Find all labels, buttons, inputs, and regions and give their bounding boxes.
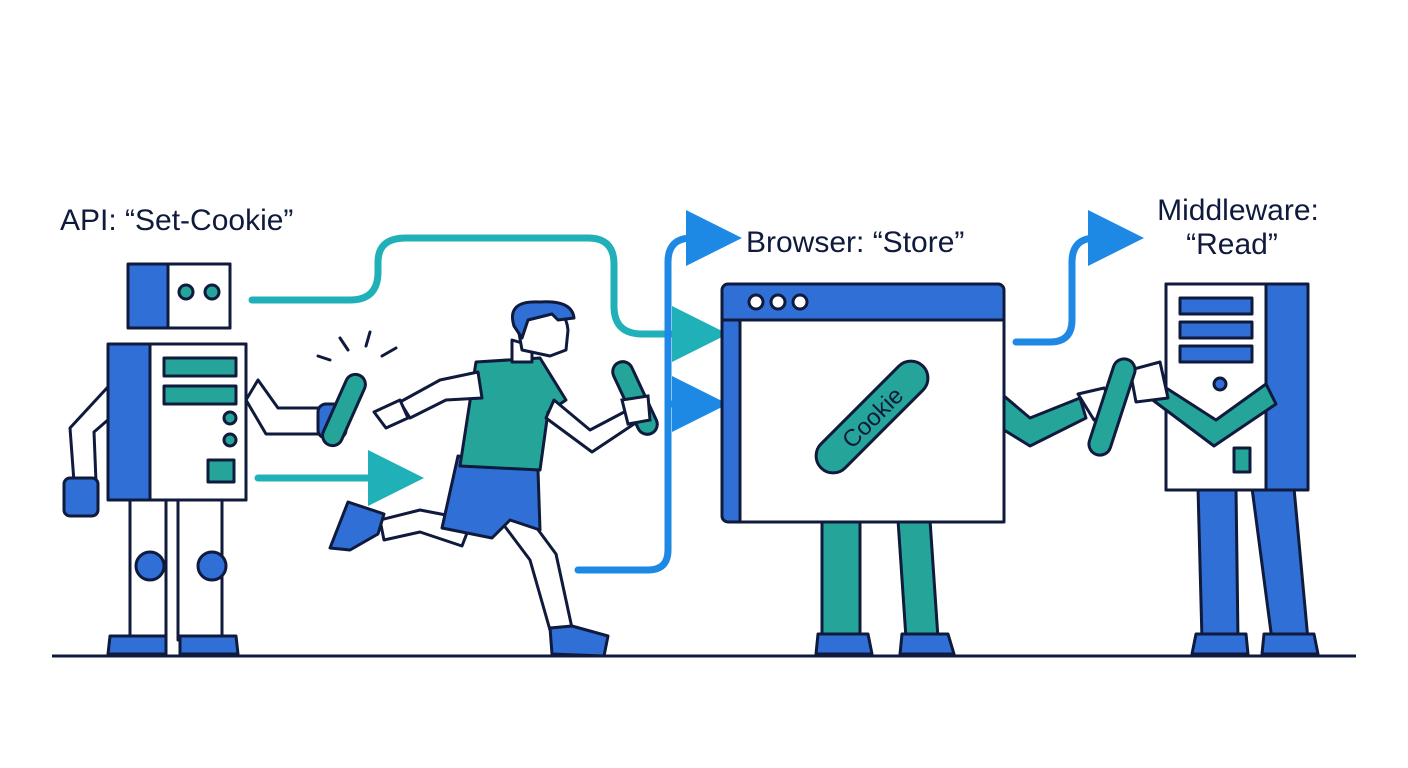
robot-server-icon: [62, 262, 348, 656]
api-label: API: “Set-Cookie”: [60, 204, 293, 237]
baton-icon: [316, 330, 398, 448]
browser-label: Browser: “Store”: [746, 226, 964, 259]
middleware-label-line1: Middleware:: [1157, 194, 1319, 227]
flow-arrow-api-to-browser-top: [248, 234, 728, 362]
flow-arrows: [248, 210, 1144, 574]
flow-arrow-browser-to-middleware: [1012, 210, 1144, 346]
runner-icon: [328, 300, 636, 658]
baton-icon: [1087, 357, 1137, 457]
server-tower-icon: [1128, 282, 1320, 656]
middleware-label-line2: “Read”: [1186, 228, 1278, 261]
runner-hand: [620, 394, 652, 426]
